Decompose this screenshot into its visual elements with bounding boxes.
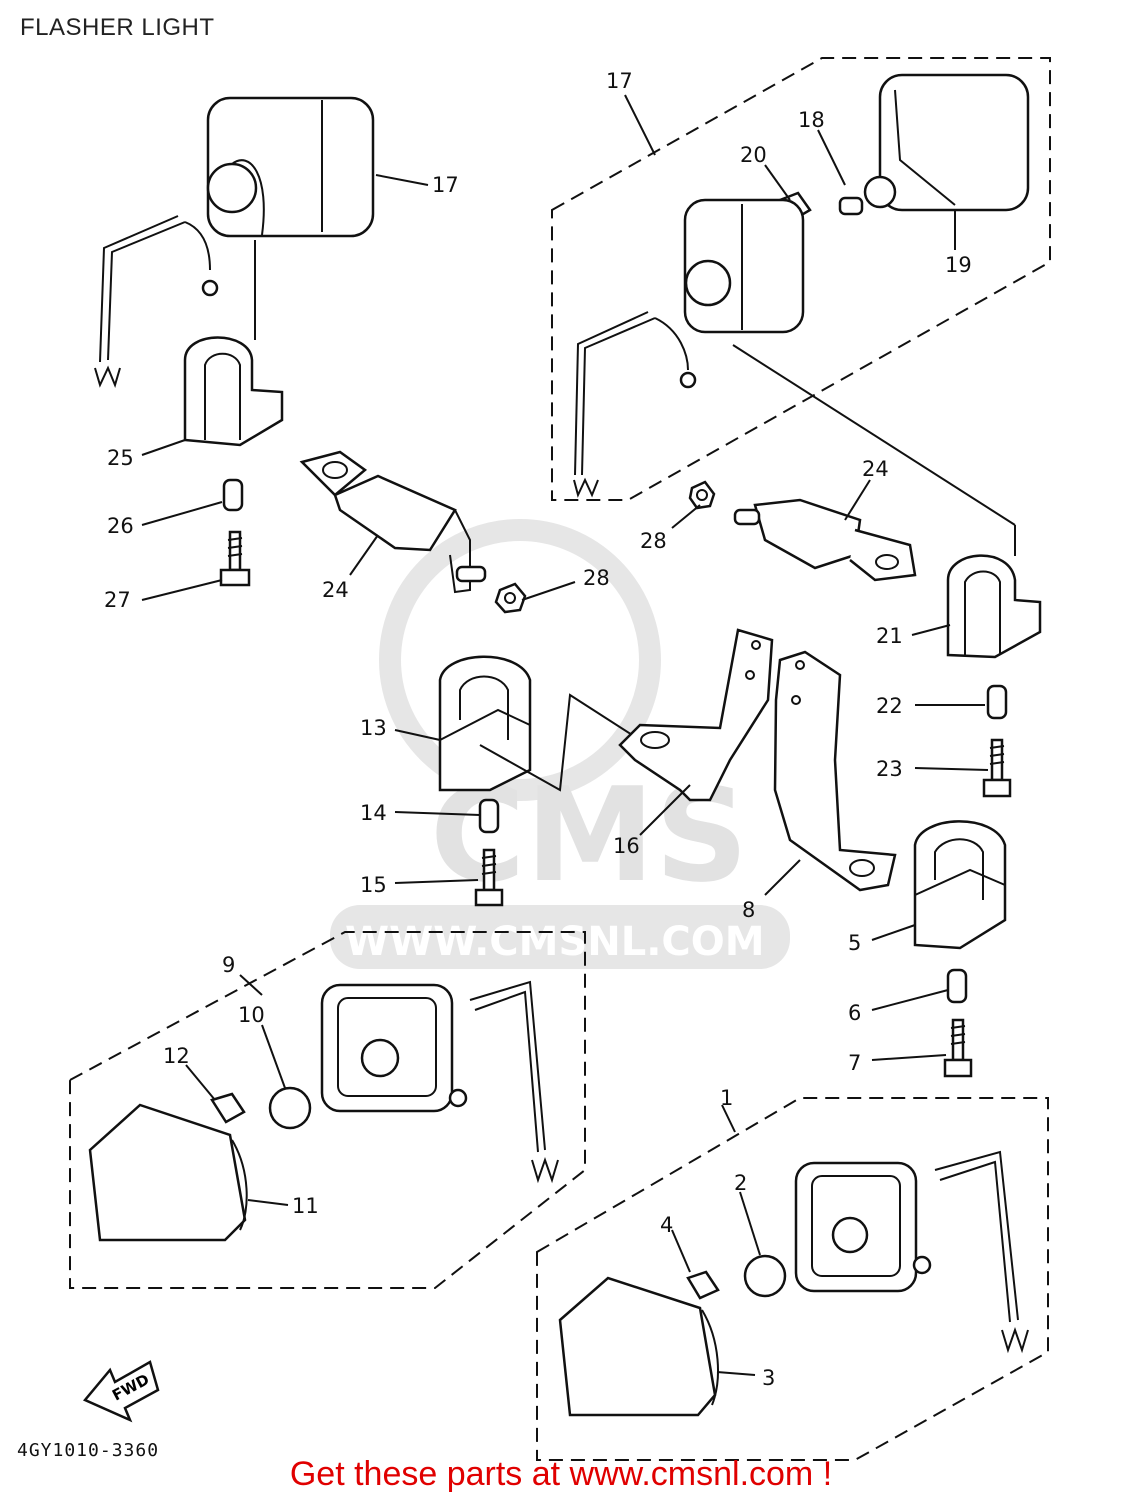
- bulb-10: [268, 1086, 312, 1130]
- callout-28-left: 28: [583, 566, 610, 590]
- clip-12: [210, 1092, 246, 1124]
- callout-2: 2: [734, 1171, 747, 1195]
- callout-20: 20: [740, 143, 767, 167]
- callout-27: 27: [104, 588, 131, 612]
- callout-21: 21: [876, 624, 903, 648]
- flasher-lens-17-left: [94, 96, 375, 389]
- stay-8: [773, 650, 897, 892]
- callout-28-right: 28: [640, 529, 667, 553]
- callout-10: 10: [238, 1003, 265, 1027]
- bulb-2: [743, 1254, 787, 1298]
- watermark-url: WWW.CMSNL.COM: [345, 919, 765, 965]
- screw-7: [943, 1018, 973, 1078]
- stay-24-right: [733, 498, 917, 582]
- bulb-18: [838, 175, 897, 216]
- callout-numbers: 1 2 3 4 5 6 7 8 9 10 11 12 13 14 15 16 1…: [104, 69, 972, 1390]
- group-outline-17: [551, 57, 1051, 501]
- leader-lines: [141, 94, 989, 1376]
- callout-11: 11: [292, 1194, 319, 1218]
- screw-15: [474, 848, 504, 907]
- collar-6: [946, 968, 968, 1004]
- flasher-housing-1: [794, 1150, 1029, 1354]
- nut-28-right: [688, 480, 716, 510]
- callout-1: 1: [720, 1086, 733, 1110]
- callout-7: 7: [848, 1051, 861, 1075]
- fwd-arrow-icon: FWD: [82, 1360, 160, 1423]
- callout-5: 5: [848, 931, 861, 955]
- page-title: FLASHER LIGHT: [20, 14, 215, 41]
- diagram-code: 4GY1010-3360: [17, 1440, 160, 1461]
- bracket-21: [946, 554, 1042, 659]
- callout-19: 19: [945, 253, 972, 277]
- flasher-lens-11: [88, 1103, 248, 1242]
- group-outline-9: [69, 931, 586, 1289]
- collar-14: [478, 798, 500, 834]
- callout-25: 25: [107, 446, 134, 470]
- flasher-lens-3: [558, 1276, 719, 1417]
- footer-link-text[interactable]: Get these parts at www.cmsnl.com !: [289, 1455, 833, 1493]
- callout-18: 18: [798, 108, 825, 132]
- callout-16: 16: [613, 834, 640, 858]
- nut-28-left: [494, 582, 527, 614]
- group-outline-1: [536, 1097, 1049, 1461]
- bracket-25: [183, 336, 284, 447]
- callout-4: 4: [660, 1213, 673, 1237]
- callout-6: 6: [848, 1001, 861, 1025]
- collar-22: [986, 684, 1008, 720]
- collar-26: [222, 478, 244, 512]
- callout-14: 14: [360, 801, 387, 825]
- clip-4: [686, 1270, 720, 1300]
- callout-17-left: 17: [432, 173, 459, 197]
- bracket-13: [438, 655, 532, 792]
- screw-27: [219, 530, 251, 587]
- callout-15: 15: [360, 873, 387, 897]
- callout-13: 13: [360, 716, 387, 740]
- screw-23: [982, 738, 1012, 798]
- flasher-housing-9: [320, 980, 559, 1184]
- stay-24-left: [299, 450, 487, 594]
- flasher-lens-19: [878, 73, 1030, 212]
- flasher-housing-17-right: [573, 198, 805, 498]
- stay-16: [618, 628, 774, 802]
- callout-3: 3: [762, 1366, 775, 1390]
- callout-24-right: 24: [862, 457, 889, 481]
- callout-9: 9: [222, 953, 235, 977]
- callout-26: 26: [107, 514, 134, 538]
- callout-8: 8: [742, 898, 755, 922]
- callout-24-left: 24: [322, 578, 349, 602]
- callout-23: 23: [876, 757, 903, 781]
- bracket-5: [913, 820, 1007, 950]
- callout-12: 12: [163, 1044, 190, 1068]
- callout-17-right: 17: [606, 69, 633, 93]
- callout-22: 22: [876, 694, 903, 718]
